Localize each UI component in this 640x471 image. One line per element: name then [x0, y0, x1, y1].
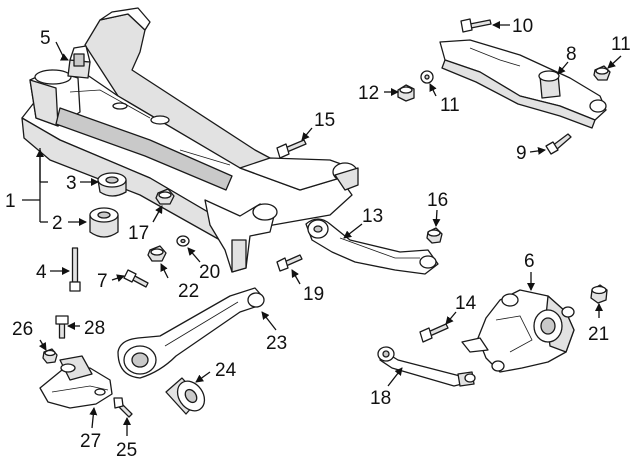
bracket-27: [39, 355, 113, 409]
washer-20: [176, 235, 190, 247]
callout-20: 20: [199, 262, 220, 283]
callout-25: 25: [116, 440, 137, 461]
callout-8: 8: [566, 44, 577, 65]
bushing-lower: [89, 207, 119, 238]
callout-19: 19: [303, 284, 324, 305]
washer-11-left: [420, 70, 434, 84]
callout-9: 9: [516, 143, 527, 164]
callout-5: 5: [40, 28, 51, 49]
nut-11-right: [593, 65, 611, 81]
nut-21: [590, 284, 608, 304]
bolt-10: [460, 18, 492, 33]
callout-11-left: 11: [440, 95, 460, 116]
callout-27: 27: [80, 431, 101, 452]
callout-1: 1: [5, 191, 16, 212]
bolt-9: [545, 133, 572, 155]
callout-3: 3: [66, 173, 77, 194]
nut-26: [42, 348, 58, 364]
knuckle-6: [461, 289, 575, 373]
bushing-upper: [97, 172, 127, 197]
bolt-28: [55, 315, 69, 339]
bolt-25: [113, 397, 133, 418]
nut-12: [397, 84, 415, 102]
callout-7: 7: [97, 271, 108, 292]
callout-15: 15: [314, 110, 335, 131]
nut-17: [155, 188, 175, 205]
trailing-link-23: [117, 287, 265, 379]
bolt-19: [276, 254, 303, 272]
callout-16: 16: [427, 190, 448, 211]
callout-21: 21: [588, 324, 609, 345]
leader-lines: [22, 21, 622, 436]
callout-26: 26: [12, 319, 33, 340]
callout-labels: 1 2 3 4 5 6 7 8 9 10 11 11 12 13 14 15 1…: [5, 16, 631, 461]
nut-22: [147, 245, 167, 262]
callout-17: 17: [128, 223, 149, 244]
bolt-short: [123, 269, 149, 288]
callout-13: 13: [362, 206, 383, 227]
callout-10: 10: [512, 16, 533, 37]
callout-24: 24: [215, 360, 237, 381]
clip-bracket: [67, 45, 91, 79]
lower-control-arm-13: [305, 218, 439, 275]
bushing-24: [165, 377, 206, 415]
subframe-crossmember: [21, 7, 359, 273]
callout-11-right: 11: [611, 34, 631, 55]
callout-12: 12: [358, 83, 379, 104]
callout-6: 6: [524, 251, 535, 272]
bolt-14: [419, 323, 449, 343]
upper-control-arm: [439, 39, 607, 129]
bolt-long: [69, 247, 81, 292]
callout-4: 4: [36, 262, 47, 283]
callout-18: 18: [370, 388, 391, 409]
nut-16: [426, 227, 443, 244]
callout-2: 2: [52, 213, 63, 234]
callout-22: 22: [178, 281, 199, 302]
callout-14: 14: [455, 293, 477, 314]
bolt-15: [276, 139, 307, 159]
toe-link-18: [377, 346, 476, 387]
callout-23: 23: [266, 333, 287, 354]
callout-28: 28: [84, 318, 105, 339]
